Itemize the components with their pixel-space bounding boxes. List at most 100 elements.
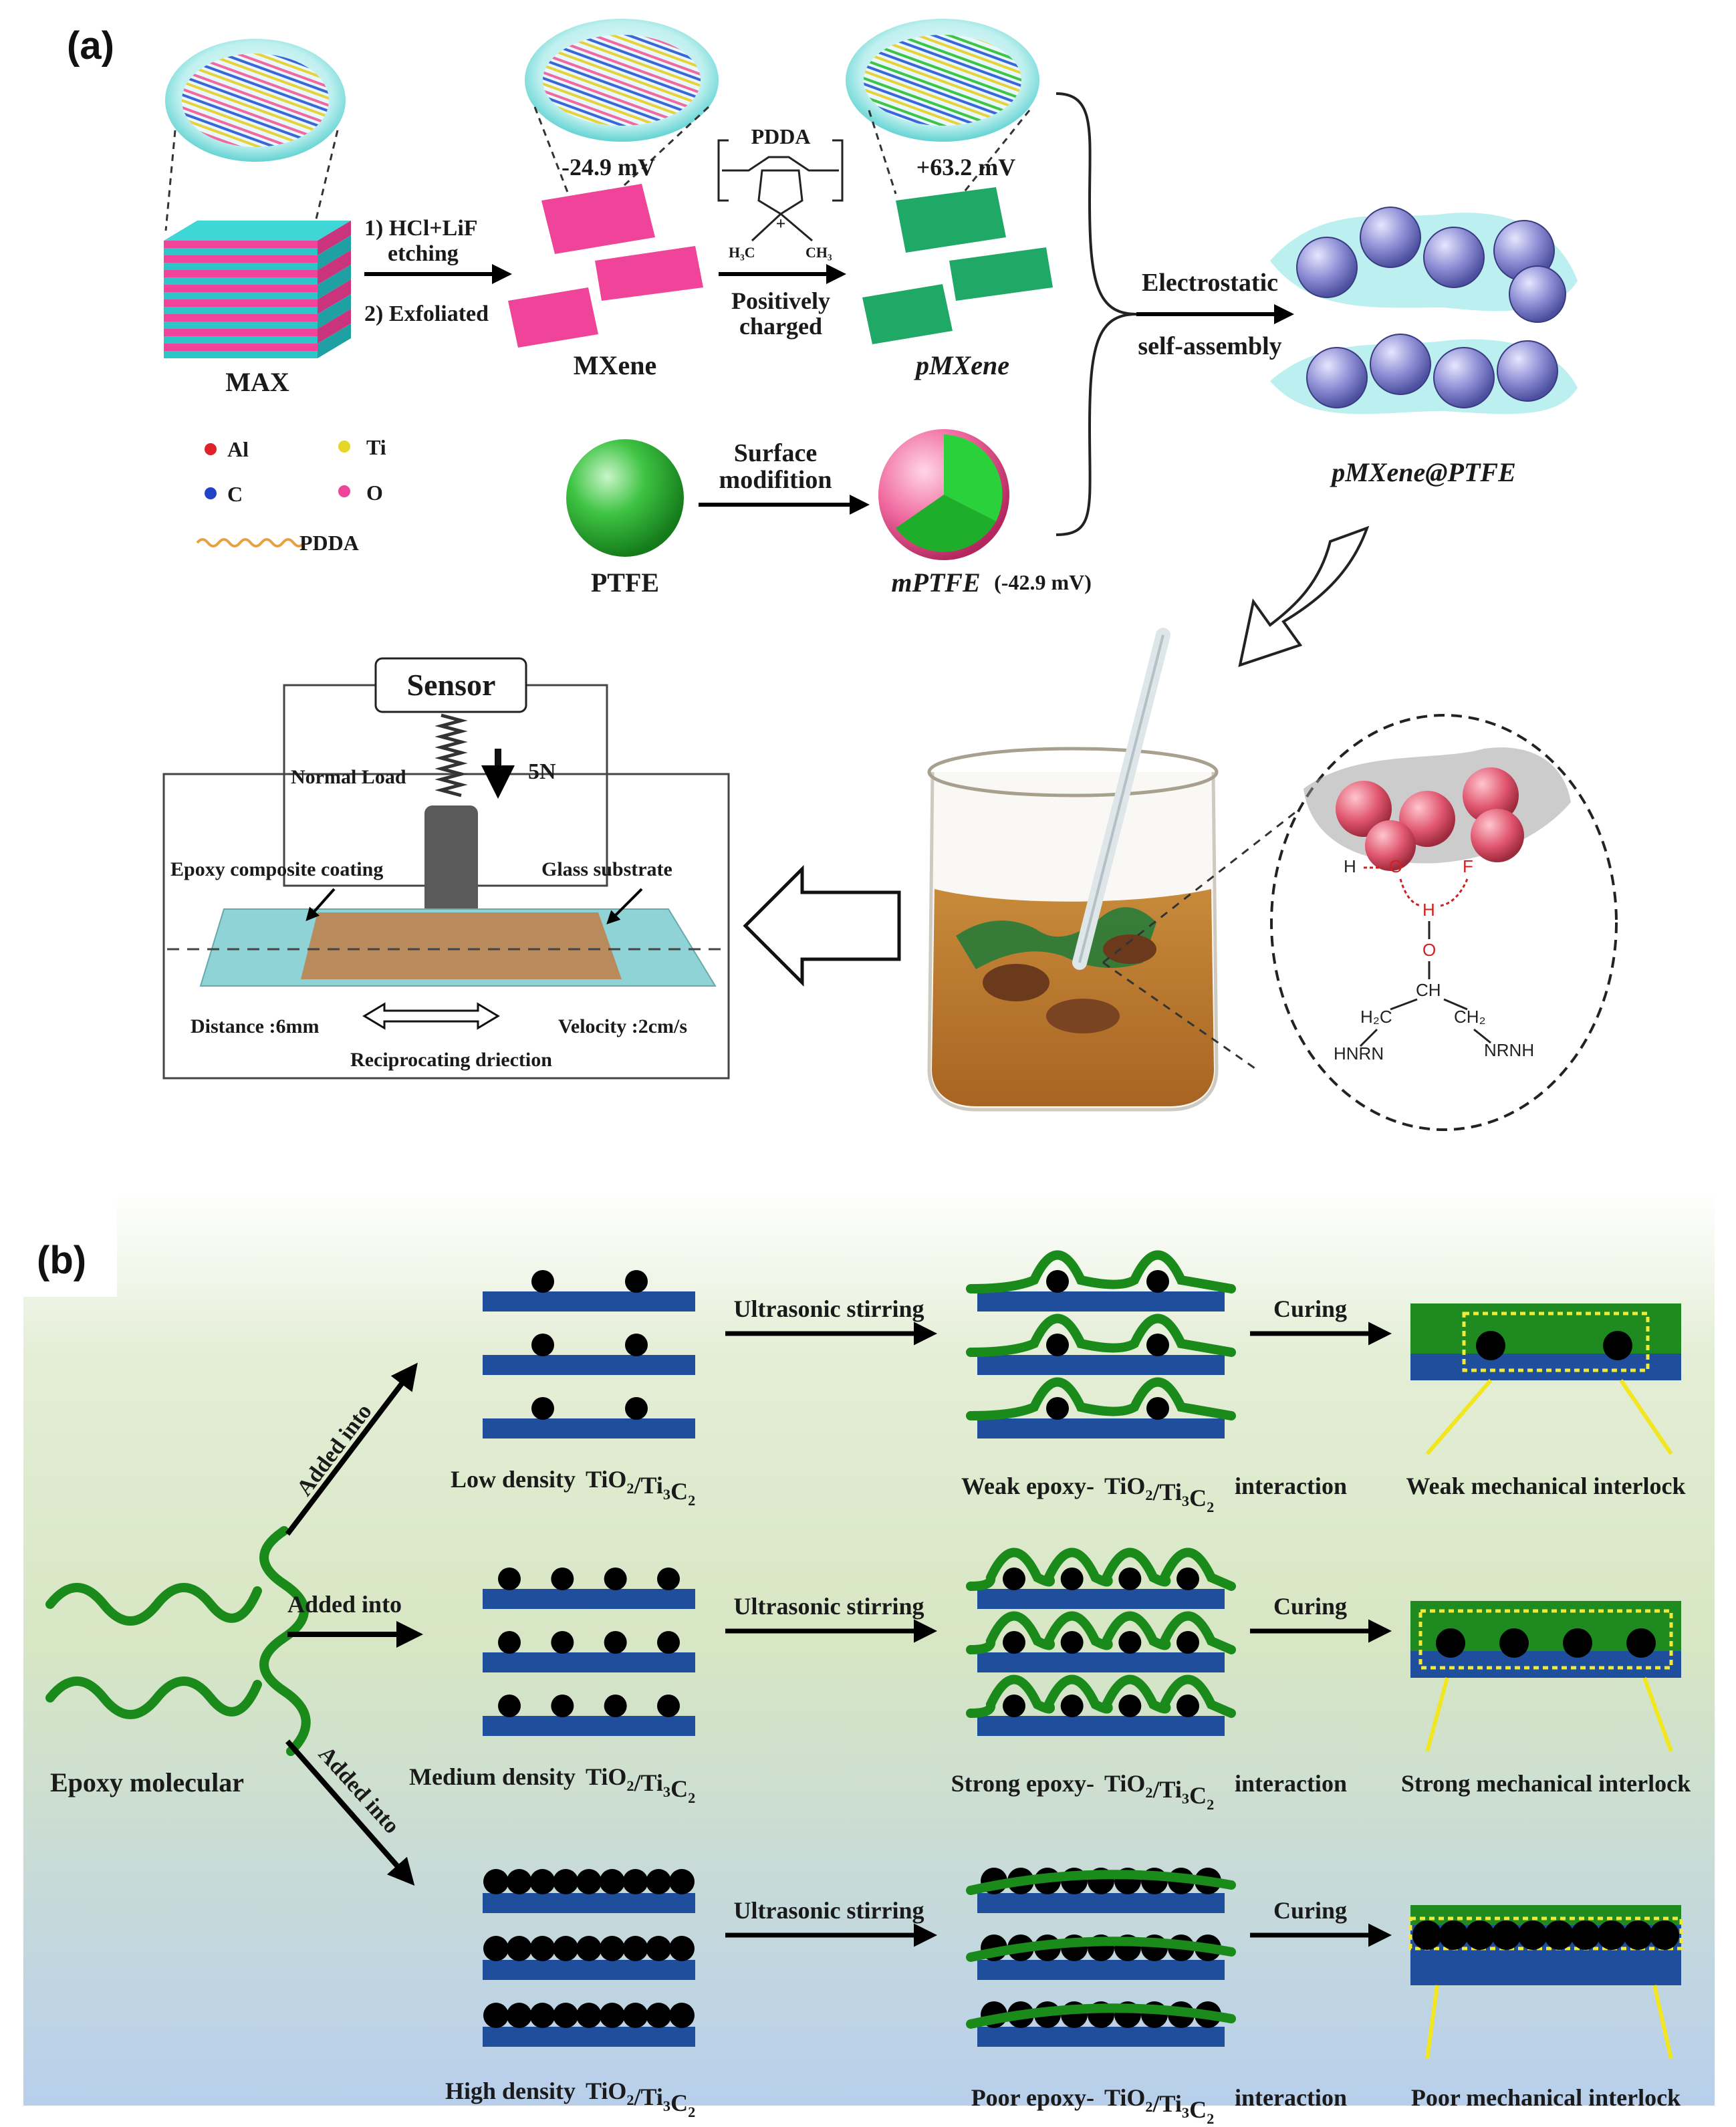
tio2-particle	[625, 1397, 648, 1420]
tio2-particle	[576, 1936, 602, 1961]
tio2-particle	[498, 1631, 521, 1654]
interaction-word: interaction	[1235, 1770, 1347, 1797]
beaker-rim	[927, 747, 1219, 797]
ti-dot-icon	[338, 441, 350, 453]
interaction-word: interaction	[1235, 2084, 1347, 2111]
ultrasonic-label: Ultrasonic stirring	[734, 1593, 924, 1620]
tio2-particle	[551, 1631, 574, 1654]
max-layer-cyan	[164, 292, 318, 299]
max-block: MAX	[164, 39, 351, 397]
zoom-pointer	[1652, 1985, 1673, 2059]
mptfe-label: mPTFE	[891, 568, 980, 598]
max-layer-side	[318, 279, 351, 314]
pdda-chain-icon	[196, 538, 305, 547]
tio2-particle	[604, 1631, 627, 1654]
mxene-zeta: -24.9 mV	[562, 154, 655, 180]
titanium-carbide-layer	[483, 1418, 695, 1438]
tio2-particle	[553, 2003, 579, 2028]
legend-al: Al	[227, 437, 249, 461]
tio2-particle	[529, 2003, 555, 2028]
max-layer-cyan	[164, 307, 318, 314]
pmxene-sheet	[949, 247, 1053, 301]
tio2-particle	[498, 1568, 521, 1590]
pmxene-group: +63.2 mV pMXene	[846, 19, 1053, 380]
pmxene-zoom-line-right	[961, 110, 1031, 195]
epoxy-wrap	[966, 2003, 1236, 2029]
element-legend: Al Ti C O PDDA	[196, 435, 386, 555]
hydrogen-bond-detail: H O F H O CH H₂C CH₂ HNRN NRNH	[1270, 714, 1618, 1131]
epoxy-chain	[259, 1526, 311, 1756]
tio2-particle	[576, 2003, 602, 2028]
ptfe-sphere	[1509, 265, 1566, 323]
cured-particle	[1626, 1628, 1656, 1658]
tio2-particle	[483, 1869, 509, 1894]
interaction-label: Weak epoxy-	[961, 1473, 1094, 1499]
tio2-particle	[1060, 1568, 1084, 1590]
al-dot-icon	[205, 443, 217, 455]
interlock-label: Weak mechanical interlock	[1406, 1473, 1686, 1499]
chem-nrnh: NRNH	[1484, 1040, 1534, 1060]
o-dot-icon	[338, 485, 350, 497]
ptfe-sphere-icon	[566, 439, 684, 557]
tio2-particle	[531, 1270, 554, 1293]
epoxy-chain	[45, 1676, 262, 1719]
tio2-particle	[1176, 1631, 1199, 1654]
mxene-sheet	[508, 287, 598, 348]
cured-particle	[1499, 1628, 1529, 1658]
reciprocating-label: Reciprocating driection	[350, 1049, 552, 1071]
tio2-particle	[604, 1568, 627, 1590]
surface-line2: modifition	[719, 466, 832, 494]
chem-hnrn: HNRN	[1334, 1043, 1384, 1064]
titanium-carbide-layer	[483, 1291, 695, 1311]
panel-b: (b) Epoxy molecular Added into Added int…	[23, 1190, 1715, 2127]
epoxy-chain	[45, 1583, 262, 1626]
pdda-structure	[717, 139, 844, 242]
tio2-particle	[1060, 1695, 1084, 1717]
coated-layer	[977, 2027, 1225, 2047]
max-layer-top	[164, 221, 351, 241]
pin-holder	[424, 805, 478, 916]
stirring-rod-edge	[1078, 634, 1164, 963]
mptfe-zeta: (-42.9 mV)	[994, 570, 1092, 594]
coated-layer	[977, 1589, 1225, 1609]
methyl-right: CH₃	[805, 244, 832, 261]
surface-line1: Surface	[734, 439, 818, 467]
pdda-charge: +	[776, 214, 786, 233]
step1-line2: etching	[388, 241, 459, 266]
interlock-region	[1408, 1916, 1683, 1951]
max-layer-stack	[164, 221, 351, 358]
cured-substrate-layer	[1410, 1354, 1681, 1380]
tio2-particle	[622, 2003, 648, 2028]
tio2-particle	[531, 1397, 554, 1420]
mxene-group: -24.9 mV MXene	[508, 19, 719, 380]
panel-b-tag: (b)	[37, 1239, 86, 1282]
ptfe-particle	[1471, 809, 1524, 862]
cured-particle	[1603, 1331, 1632, 1360]
distance-label: Distance :6mm	[191, 1015, 319, 1037]
coated-layer	[977, 1418, 1225, 1438]
panel-a-tag: (a)	[67, 24, 114, 68]
max-layer-side	[318, 324, 351, 358]
pmxene-sheet	[862, 284, 953, 344]
curing-label: Curing	[1273, 1897, 1347, 1924]
epoxy-wrap	[966, 1936, 1236, 1962]
chem-h2c: H₂C	[1360, 1007, 1392, 1027]
max-layer-pink	[164, 329, 318, 336]
legend-o: O	[366, 481, 383, 505]
max-label: MAX	[225, 367, 289, 397]
interlock-region	[1462, 1311, 1650, 1372]
tribometer-setup: Sensor Normal Load 5N Epoxy composite co…	[162, 657, 730, 1080]
dispersed-filler	[1103, 934, 1156, 964]
tio2-particle	[483, 1936, 509, 1961]
zoom-pointer	[1619, 1379, 1673, 1455]
max-zoom-line-right	[313, 130, 339, 228]
zoom-pointer	[1425, 1677, 1449, 1752]
tio2-particle	[529, 1869, 555, 1894]
epoxy-liquid	[932, 889, 1214, 1106]
coated-layer	[977, 1652, 1225, 1672]
tio2-particle	[669, 1869, 695, 1894]
tio2-particle	[1146, 1270, 1169, 1293]
step1-line1: 1) HCl+LiF	[364, 216, 478, 241]
